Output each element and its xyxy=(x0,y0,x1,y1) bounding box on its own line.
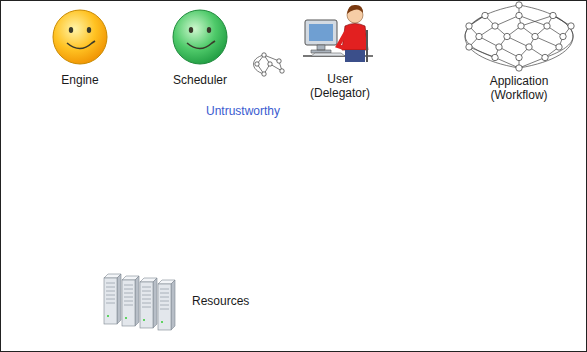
smiley-eye xyxy=(87,27,91,33)
mini-workflow-arc xyxy=(254,55,265,74)
mini-workflow-icon xyxy=(254,55,283,74)
node-label: Engine xyxy=(61,73,98,87)
user-arm xyxy=(338,32,346,48)
mini-workflow-links xyxy=(257,55,282,74)
scheduler-node: Scheduler xyxy=(165,5,235,91)
engine-node: Engine xyxy=(45,5,115,91)
monitor-stand xyxy=(311,45,331,53)
chair xyxy=(366,30,368,62)
mini-workflow-dots xyxy=(255,53,284,76)
server-tower xyxy=(104,274,121,324)
trust-region: Untrustworthy Engine Scheduler xyxy=(0,0,300,124)
server-tower xyxy=(158,280,175,330)
smiley-face xyxy=(53,10,107,64)
node-label: User (Delegator) xyxy=(302,72,378,100)
user-legs xyxy=(345,50,365,62)
application-node: Application (Workflow) xyxy=(455,0,583,106)
user-node: User (Delegator) xyxy=(295,0,385,104)
workflow-tasks xyxy=(466,2,574,71)
node-label: Application (Workflow) xyxy=(476,74,562,102)
user-shirt xyxy=(342,24,368,51)
server-tower xyxy=(140,278,157,328)
server-icon xyxy=(100,266,190,336)
smiley-eye xyxy=(207,27,211,33)
smiley-face xyxy=(173,10,227,64)
user-hair xyxy=(347,5,363,14)
node-label: Scheduler xyxy=(173,73,227,87)
smiley-mouth xyxy=(67,41,95,49)
node-label: Untrustworthy xyxy=(206,104,280,118)
smiley-mouth xyxy=(187,41,215,49)
monitor-screen xyxy=(309,24,333,41)
workflow-links xyxy=(465,5,573,68)
node-label: Resources xyxy=(192,294,249,308)
keyboard xyxy=(311,53,345,56)
server-tower xyxy=(122,276,139,326)
smiley-eye xyxy=(69,27,73,33)
resources-node: Resources xyxy=(100,266,265,336)
smiley-eye xyxy=(189,27,193,33)
monitor xyxy=(305,20,337,45)
